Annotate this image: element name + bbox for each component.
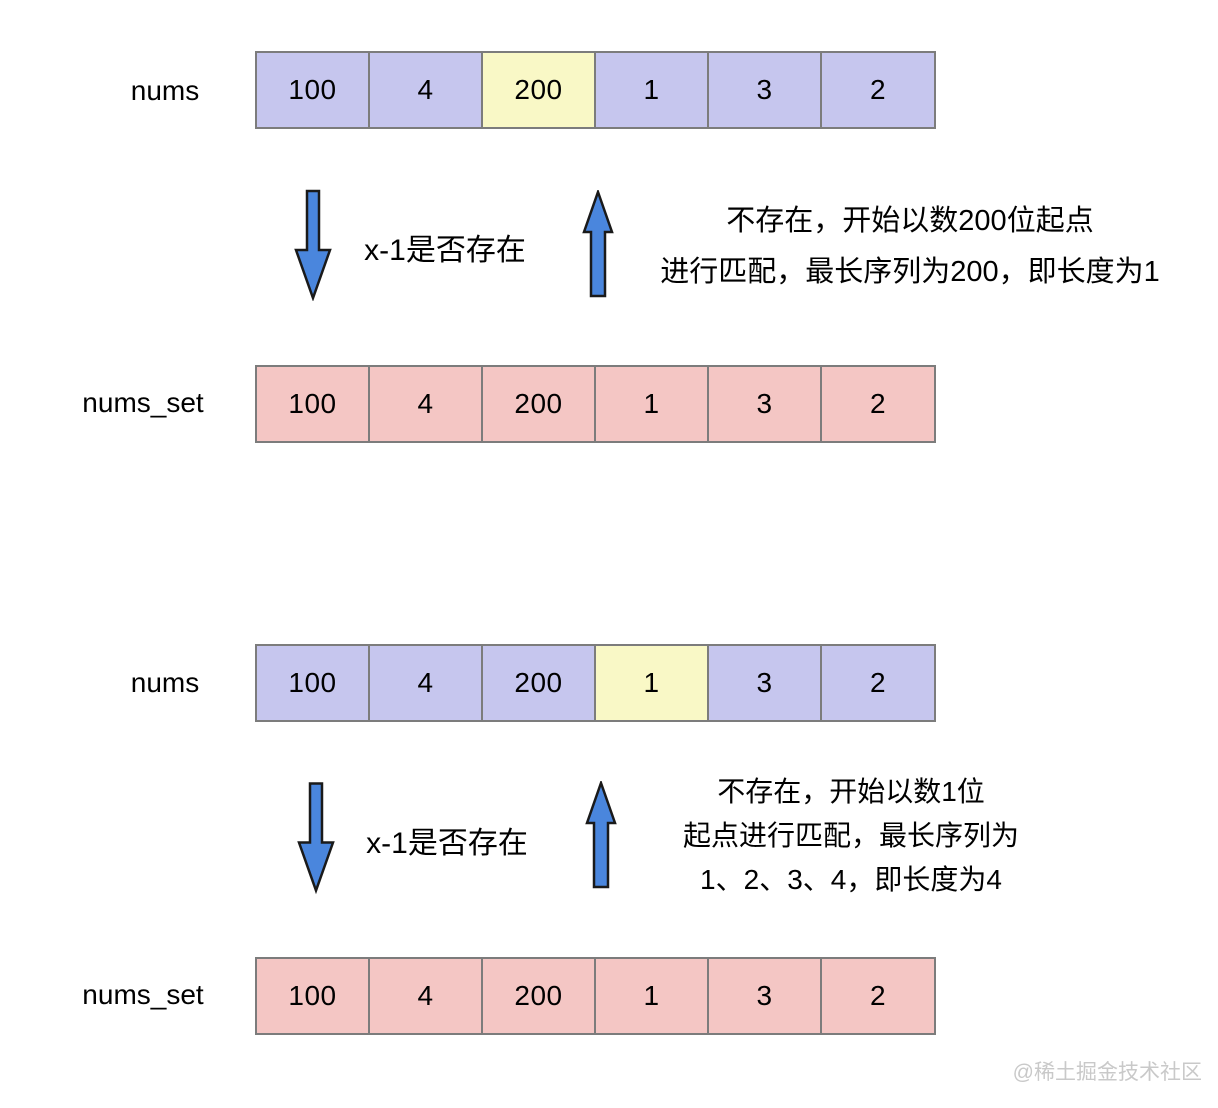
- array-cell-highlighted: 200: [483, 53, 596, 127]
- array-cell: 1: [596, 367, 709, 441]
- array-cell: 1: [596, 959, 709, 1033]
- annotation-2: 不存在，开始以数1位 起点进行匹配，最长序列为 1、2、3、4，即长度为4: [683, 770, 1019, 902]
- array-cell: 4: [370, 959, 483, 1033]
- watermark: @稀土掘金技术社区: [1012, 1061, 1202, 1084]
- nums-label-1: nums: [130, 75, 200, 106]
- annotation-line: 不存在，开始以数200位起点: [726, 205, 1094, 237]
- array-cell: 1: [596, 53, 709, 127]
- down-arrow-icon: [296, 780, 336, 895]
- annotation-line: 不存在，开始以数1位: [717, 776, 985, 807]
- up-arrow-icon: [581, 190, 615, 298]
- down-arrow-icon: [293, 189, 333, 301]
- array-cell: 2: [822, 959, 934, 1033]
- nums-array-2: 100 4 200 1 3 2: [255, 644, 936, 722]
- array-cell: 100: [257, 367, 370, 441]
- array-cell: 4: [370, 367, 483, 441]
- array-cell: 3: [709, 959, 822, 1033]
- array-cell-highlighted: 1: [596, 646, 709, 720]
- nums-set-array-1: 100 4 200 1 3 2: [255, 365, 936, 443]
- nums-set-label-2: nums_set: [82, 979, 204, 1010]
- nums-set-label-1: nums_set: [82, 387, 204, 418]
- annotation-1: 不存在，开始以数200位起点 进行匹配，最长序列为200，即长度为1: [660, 196, 1160, 298]
- array-cell: 2: [822, 53, 934, 127]
- question-text-1: x-1是否存在: [364, 234, 526, 267]
- array-cell: 2: [822, 646, 934, 720]
- annotation-line: 1、2、3、4，即长度为4: [700, 864, 1002, 895]
- annotation-line: 进行匹配，最长序列为200，即长度为1: [660, 256, 1160, 288]
- array-cell: 100: [257, 646, 370, 720]
- array-cell: 100: [257, 53, 370, 127]
- array-cell: 3: [709, 367, 822, 441]
- array-cell: 200: [483, 646, 596, 720]
- array-cell: 200: [483, 367, 596, 441]
- array-cell: 100: [257, 959, 370, 1033]
- array-cell: 200: [483, 959, 596, 1033]
- up-arrow-icon: [584, 781, 618, 889]
- array-cell: 2: [822, 367, 934, 441]
- array-cell: 4: [370, 646, 483, 720]
- annotation-line: 起点进行匹配，最长序列为: [682, 820, 1020, 851]
- nums-array-1: 100 4 200 1 3 2: [255, 51, 936, 129]
- nums-set-array-2: 100 4 200 1 3 2: [255, 957, 936, 1035]
- question-text-2: x-1是否存在: [366, 827, 528, 860]
- array-cell: 4: [370, 53, 483, 127]
- array-cell: 3: [709, 646, 822, 720]
- nums-label-2: nums: [130, 667, 200, 698]
- array-cell: 3: [709, 53, 822, 127]
